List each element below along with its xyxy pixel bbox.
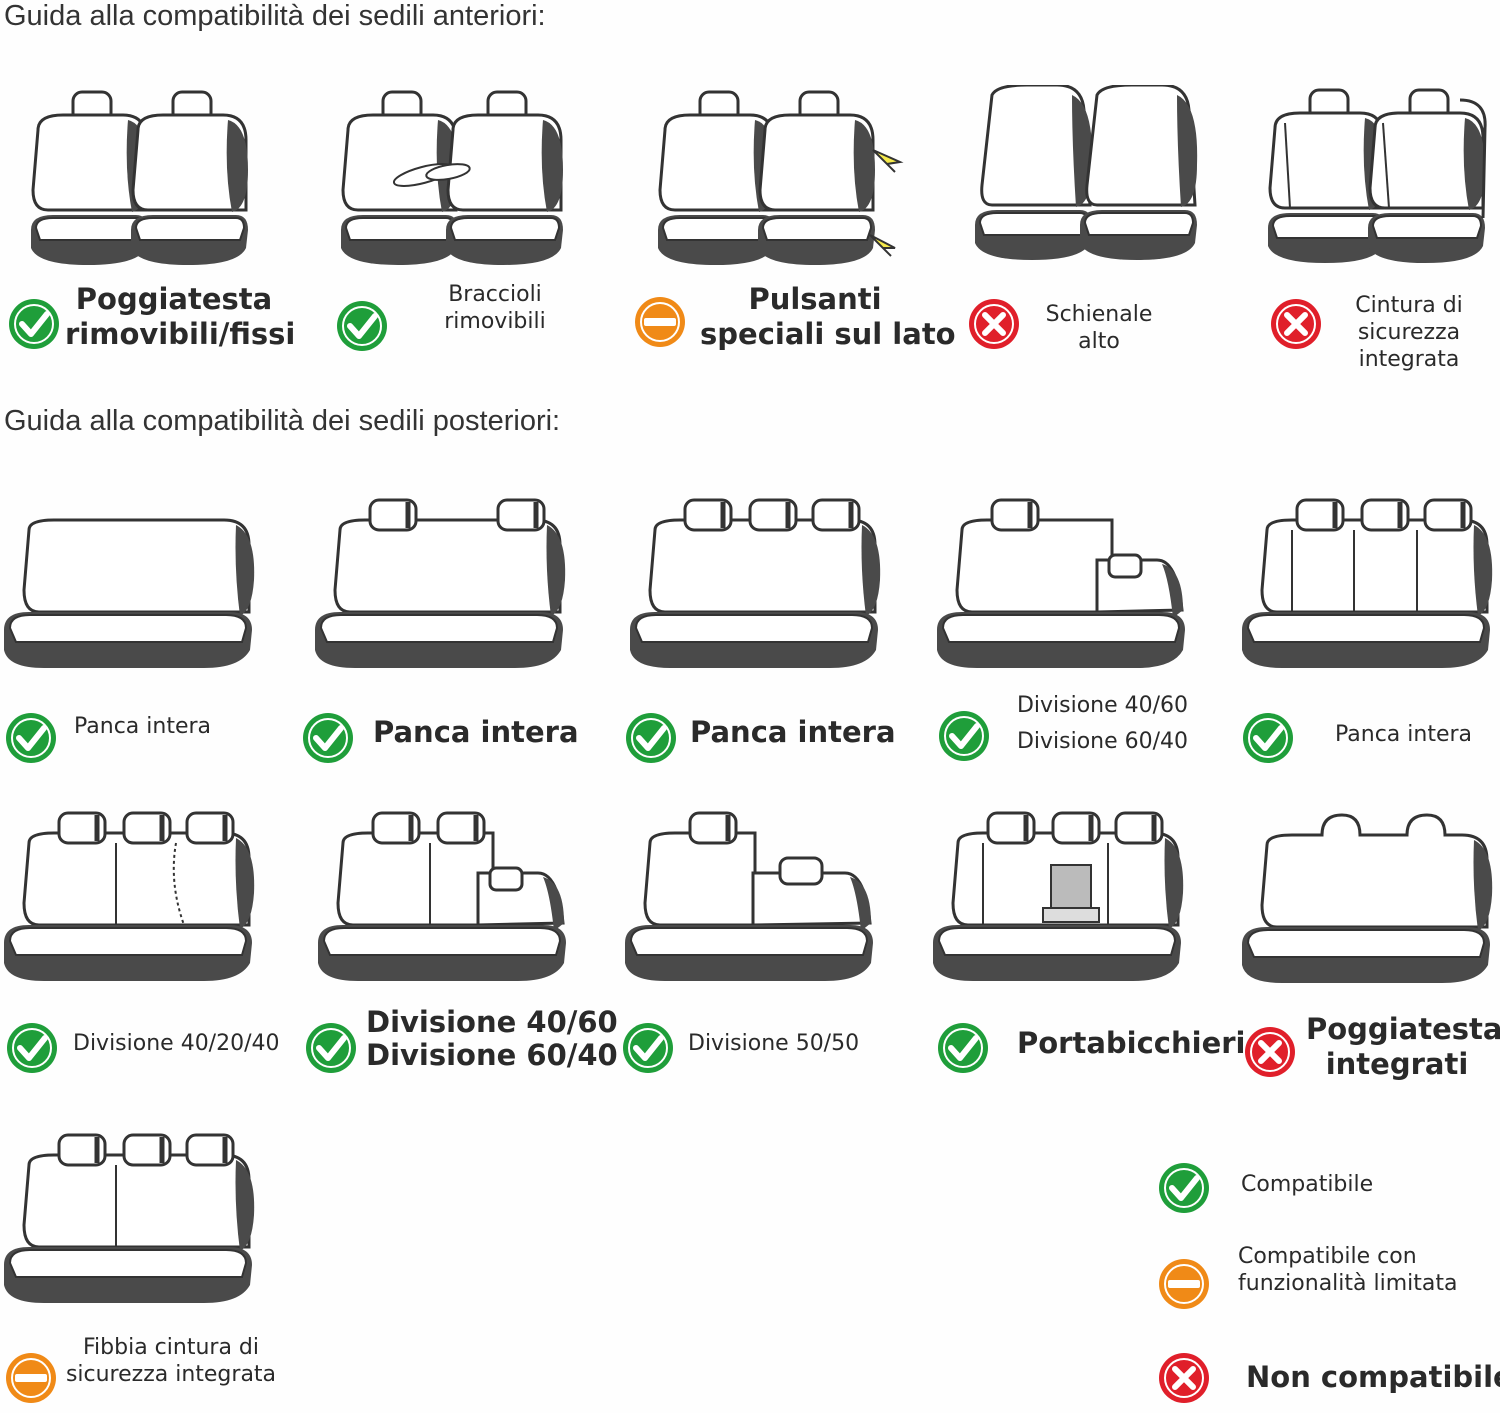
rear-bench-illustration-11 [4,1130,256,1304]
incompatible-icon [968,298,1020,350]
incompatible-icon [1158,1352,1210,1404]
rear-bench-illustration-3 [630,495,882,669]
front-section-title: Guida alla compatibilità dei sedili ante… [4,0,546,32]
front-seats-illustration-1 [29,90,250,267]
compatible-icon [6,1022,58,1074]
rear-label-2: Panca intera [373,715,579,749]
compatible-icon [336,300,388,352]
compatible-icon [1158,1162,1210,1214]
legend-incompatible-label: Non compatibile [1246,1360,1500,1394]
rear-bench-illustration-4 [937,495,1186,669]
rear-label-9: Portabicchieri [1017,1026,1246,1060]
limited-icon [5,1352,57,1404]
rear-label-3: Panca intera [690,715,896,749]
rear-bench-illustration-7 [318,808,567,982]
compatible-icon [8,298,60,350]
legend-compatible-label: Compatibile [1241,1172,1374,1197]
rear-bench-illustration-9 [933,808,1185,982]
rear-label-1: Panca intera [74,714,212,739]
rear-label-5: Panca intera [1335,722,1473,747]
front-seats-illustration-5 [1266,88,1487,265]
rear-label-8: Divisione 50/50 [688,1031,860,1056]
compatible-icon [938,710,990,762]
rear-section-title: Guida alla compatibilità dei sedili post… [4,405,561,437]
rear-bench-illustration-5 [1242,495,1494,669]
compatible-icon [937,1022,989,1074]
rear-bench-illustration-2 [315,495,567,669]
compatible-icon [302,712,354,764]
rear-bench-illustration-1 [4,518,256,669]
incompatible-icon [1244,1026,1296,1078]
rear-bench-illustration-8 [625,808,874,982]
compatible-icon [5,712,57,764]
rear-bench-illustration-6 [4,808,256,982]
incompatible-icon [1270,298,1322,350]
front-seats-illustration-2 [339,90,565,267]
rear-label-6: Divisione 40/20/40 [73,1031,280,1056]
front-seats-illustration-4 [973,85,1199,262]
limited-icon [1158,1258,1210,1310]
limited-icon [634,296,686,348]
rear-bench-illustration-10 [1242,813,1493,984]
compatible-icon [625,712,677,764]
compatible-icon [622,1022,674,1074]
compatible-icon [1242,712,1294,764]
front-seats-illustration-3 [656,90,904,267]
compatible-icon [305,1022,357,1074]
